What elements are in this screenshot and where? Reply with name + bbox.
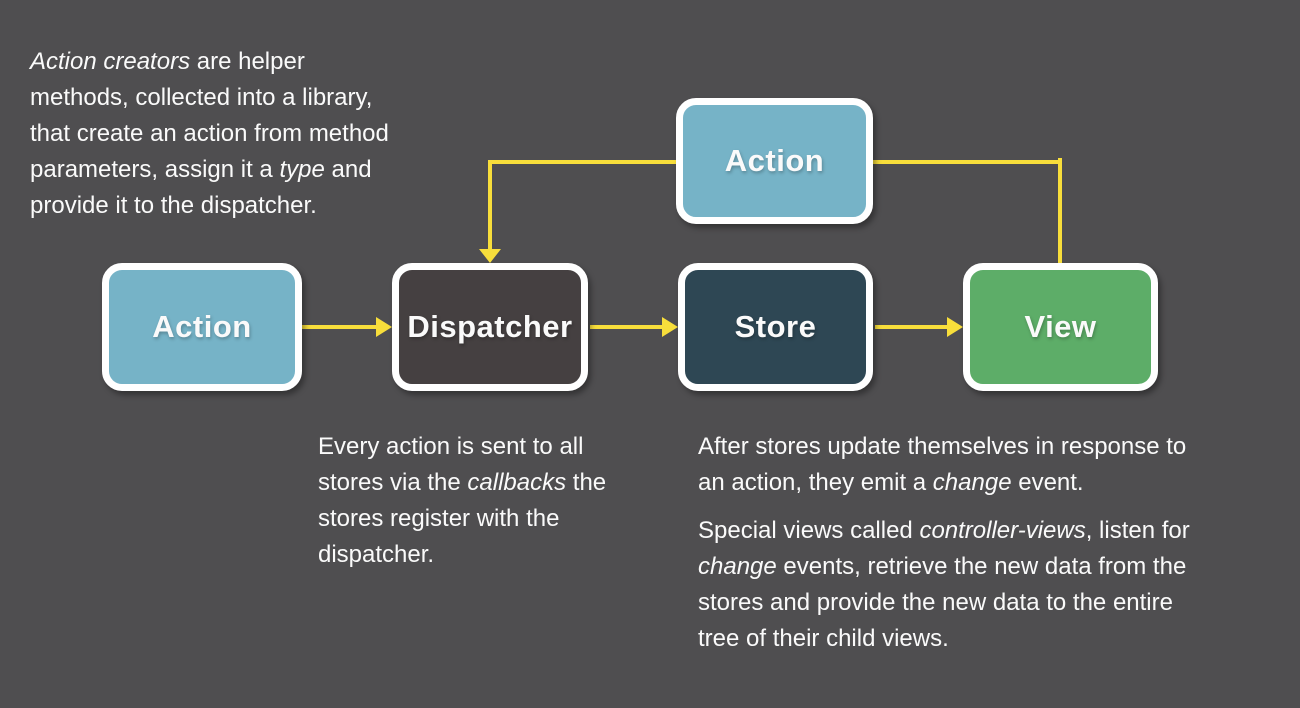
node-view: View	[963, 263, 1158, 391]
node-action-top: Action	[676, 98, 873, 224]
wire-action-to-dispatcher-vertical	[488, 160, 492, 249]
node-view-label: View	[1024, 309, 1097, 344]
node-store: Store	[678, 263, 873, 391]
node-action-left: Action	[102, 263, 302, 391]
arrowhead-into-dispatcher-top	[479, 249, 501, 263]
arrowhead-into-store	[662, 317, 678, 337]
note-store-view: After stores update themselves in respon…	[698, 433, 1190, 652]
node-store-label: Store	[734, 309, 817, 344]
wire-action-to-dispatcher	[302, 325, 378, 329]
arrowhead-into-view	[947, 317, 963, 337]
node-action-top-label: Action	[724, 143, 825, 178]
wire-view-to-action-vertical	[1058, 158, 1062, 263]
wire-view-to-action-horizontal	[873, 160, 1062, 164]
node-dispatcher-label: Dispatcher	[407, 309, 573, 344]
wire-action-to-dispatcher-horizontal	[488, 160, 676, 164]
arrowhead-into-dispatcher	[376, 317, 392, 337]
node-action-left-label: Action	[152, 309, 252, 344]
node-dispatcher: Dispatcher	[392, 263, 588, 391]
wire-store-to-view	[875, 325, 949, 329]
wire-dispatcher-to-store	[590, 325, 664, 329]
